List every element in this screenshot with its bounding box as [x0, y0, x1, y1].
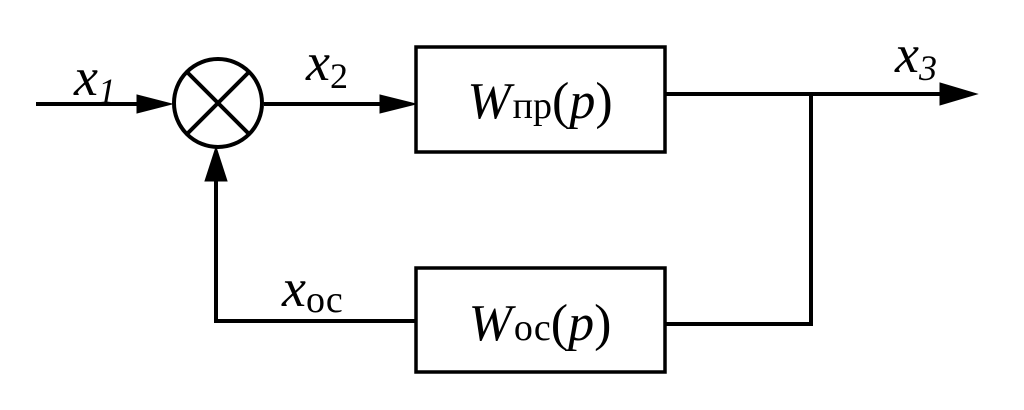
forward-close-paren: ) [595, 73, 612, 130]
feedback-arg: p [564, 295, 594, 352]
signal-x1-base: x [73, 47, 98, 107]
feedback-open-paren: ( [551, 295, 568, 352]
feedback-subscript: ос [514, 307, 551, 349]
forward-input-arrowhead [379, 94, 417, 114]
signal-x3-base: x [894, 24, 919, 84]
feedback-func: W [469, 295, 517, 352]
signal-xoc-label: xос [281, 258, 343, 321]
signal-x2-sub: 2 [330, 56, 348, 96]
forward-open-paren: ( [552, 73, 569, 130]
signal-x1-sub: 1 [98, 71, 116, 111]
feedback-block-label: Wос(p) [469, 295, 612, 352]
output-arrowhead [939, 82, 979, 106]
forward-arg: p [565, 73, 595, 130]
forward-block-label: Wпр(p) [467, 73, 612, 130]
signal-x2-base: x [305, 32, 330, 92]
signal-x3-sub: 3 [918, 48, 937, 88]
signal-xoc-base: x [281, 258, 306, 318]
summing-junction [172, 57, 264, 149]
feedback-arrowhead [204, 145, 228, 182]
feedback-block [414, 266, 667, 374]
input-arrowhead [136, 94, 173, 114]
forward-block [414, 45, 667, 154]
forward-func: W [467, 73, 515, 130]
signal-xoc-sub: ос [306, 279, 343, 321]
signal-x2-label: x2 [305, 32, 348, 96]
summing-junction-cross-b [185, 70, 251, 136]
signal-x3-label: x3 [894, 24, 937, 88]
forward-subscript: пр [513, 85, 552, 127]
signal-x1-label: x1 [73, 47, 116, 111]
feedback-close-paren: ) [594, 295, 611, 352]
